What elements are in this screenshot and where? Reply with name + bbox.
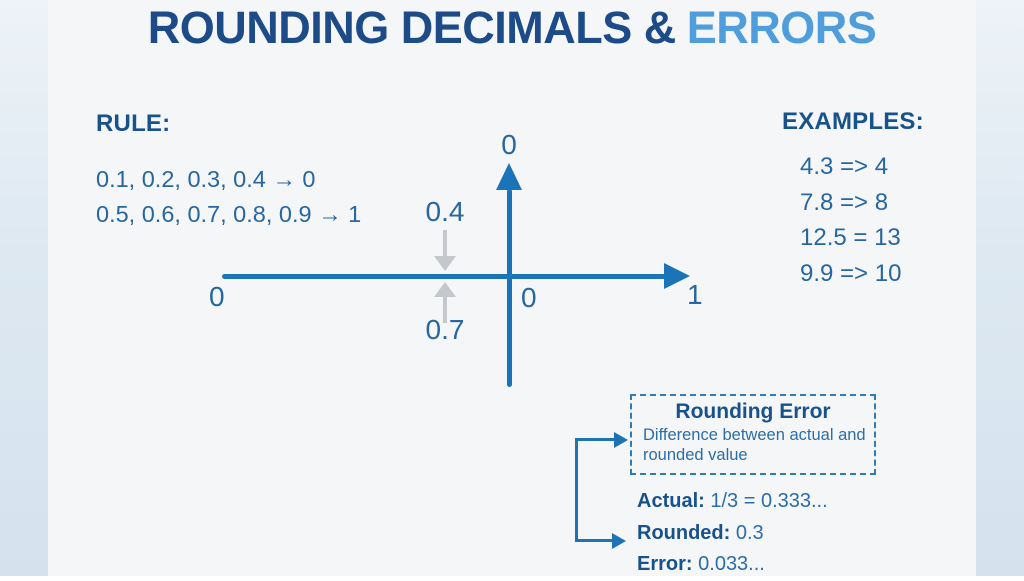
page-title: ROUNDING DECIMALS &ERRORS [0,2,1024,54]
axis-label-top-zero: 0 [501,129,517,160]
down-arrow-icon [434,256,456,271]
down-arrow-shaft [443,230,447,256]
rounding-error-box: Rounding Error Difference between actual… [630,394,876,475]
vertical-axis-line [507,189,512,387]
rounded-line: Rounded: 0.3 [637,518,828,550]
actual-label: Actual: [637,490,705,512]
bracket-top-arrow-icon [614,431,628,448]
examples-list: 4.3 => 4 7.8 => 8 12.5 = 13 9.9 => 10 [800,149,901,291]
axis-label-left-zero: 0 [209,281,225,312]
title-primary: ROUNDING DECIMALS & [147,2,677,53]
horizontal-axis-line [222,274,666,279]
value-label-0-7: 0.7 [425,314,465,345]
calculation-lines: Actual: 1/3 = 0.333... Rounded: 0.3 Erro… [637,486,828,581]
error-label: Error: [637,553,693,575]
up-arrow-icon [434,282,456,297]
error-value: 0.033... [692,553,765,575]
title-accent: ERRORS [686,2,877,53]
actual-line: Actual: 1/3 = 0.333... [637,486,828,518]
vertical-axis-arrow-icon [496,163,522,190]
value-label-0-4: 0.4 [425,196,465,227]
bracket-vertical-line [575,438,578,542]
example-item: 7.8 => 8 [800,188,889,216]
bracket-bottom-arm [575,539,614,542]
example-item: 9.9 => 10 [800,259,902,287]
examples-heading: EXAMPLES: [782,108,924,135]
rounding-error-heading: Rounding Error [675,400,831,423]
rule-heading: RULE: [96,110,171,137]
axis-label-right-one: 1 [687,279,703,310]
rounded-label: Rounded: [637,521,731,544]
axis-label-origin-zero: 0 [521,282,537,313]
example-item: 12.5 = 13 [800,224,901,251]
up-arrow-shaft [443,297,447,323]
rounded-value: 0.3 [730,521,764,544]
bracket-top-arm [575,438,616,441]
bracket-bottom-arrow-icon [612,532,626,549]
rule-lines: 0.1, 0.2, 0.3, 0.4 → 0 0.5, 0.6, 0.7, 0.… [96,162,361,232]
left-decoration-band [0,0,48,576]
horizontal-axis-arrow-icon [664,263,690,289]
error-line: Error: 0.033... [637,549,828,581]
right-decoration-band [976,0,1024,576]
actual-value: 1/3 = 0.333... [704,490,828,512]
rounding-error-description: Difference between actual and rounded va… [643,426,866,464]
rule-line-round-down: 0.1, 0.2, 0.3, 0.4 → 0 [96,166,316,192]
rule-line-round-up: 0.5, 0.6, 0.7, 0.8, 0.9 → 1 [96,201,362,227]
example-item: 4.3 => 4 [800,153,889,180]
